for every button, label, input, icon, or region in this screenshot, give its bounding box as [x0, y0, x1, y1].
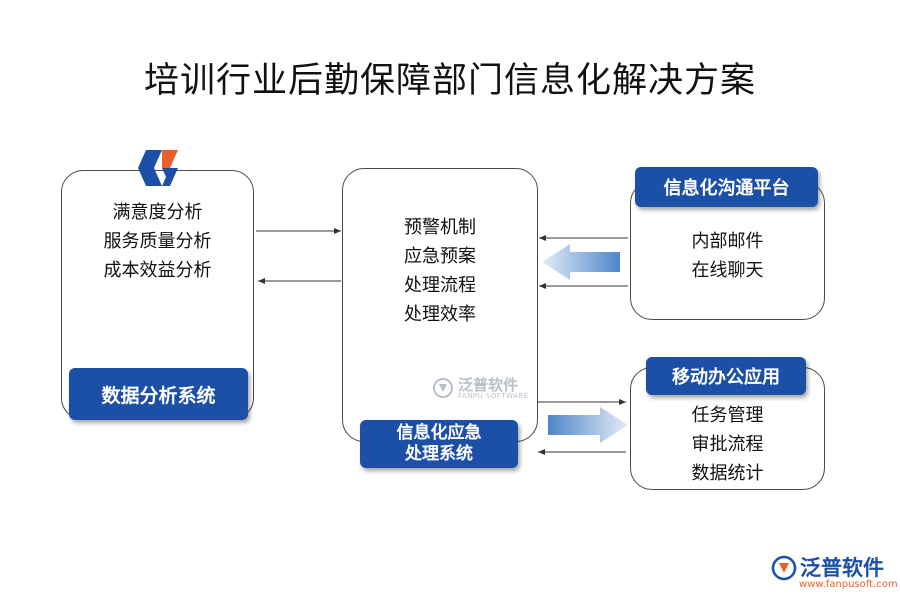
emergency-label-line-2: 处理系统 — [405, 444, 473, 464]
mobile-office-label: 移动办公应用 — [646, 357, 806, 395]
emergency-system-label: 信息化应急 处理系统 — [360, 420, 518, 468]
mobile-office-label-text: 移动办公应用 — [672, 367, 780, 388]
communication-items: 内部邮件 在线聊天 — [631, 227, 824, 285]
list-item: 内部邮件 — [691, 231, 764, 252]
page-title: 培训行业后勤保障部门信息化解决方案 — [143, 61, 756, 101]
list-item: 审批流程 — [691, 434, 764, 455]
watermark-logo-icon — [433, 378, 453, 398]
fanpu-logo-icon — [138, 150, 178, 186]
brand-icon — [771, 555, 797, 581]
brand-logo: 泛普软件 www.fanpusoft.com — [770, 552, 898, 596]
list-item: 数据统计 — [691, 463, 764, 484]
emergency-label-line-1: 信息化应急 — [396, 423, 482, 443]
list-item: 在线聊天 — [691, 260, 764, 281]
list-item: 预警机制 — [404, 217, 476, 238]
brand-url: www.fanpusoft.com — [799, 579, 898, 590]
brand-name: 泛普软件 — [800, 556, 884, 580]
big-arrow-right — [548, 407, 628, 443]
data-analysis-items: 满意度分析 服务质量分析 成本效益分析 — [62, 198, 253, 285]
emergency-items: 预警机制 应急预案 处理流程 处理效率 — [343, 213, 537, 329]
watermark-name: 泛普软件 — [458, 376, 519, 394]
data-analysis-label-text: 数据分析系统 — [101, 384, 216, 407]
watermark: 泛普软件 FANPU SOFTWARE — [432, 374, 542, 404]
list-item: 成本效益分析 — [103, 260, 212, 281]
list-item: 满意度分析 — [112, 202, 203, 223]
list-item: 任务管理 — [691, 405, 764, 426]
mobile-office-items: 任务管理 审批流程 数据统计 — [631, 401, 824, 488]
list-item: 应急预案 — [404, 246, 476, 267]
communication-label-text: 信息化沟通平台 — [663, 178, 790, 199]
communication-platform-label: 信息化沟通平台 — [635, 167, 818, 207]
list-item: 处理效率 — [404, 304, 476, 325]
list-item: 服务质量分析 — [103, 231, 212, 252]
watermark-sub: FANPU SOFTWARE — [458, 392, 529, 400]
big-arrow-left — [542, 244, 620, 280]
data-analysis-label: 数据分析系统 — [69, 368, 248, 420]
list-item: 处理流程 — [404, 275, 476, 296]
